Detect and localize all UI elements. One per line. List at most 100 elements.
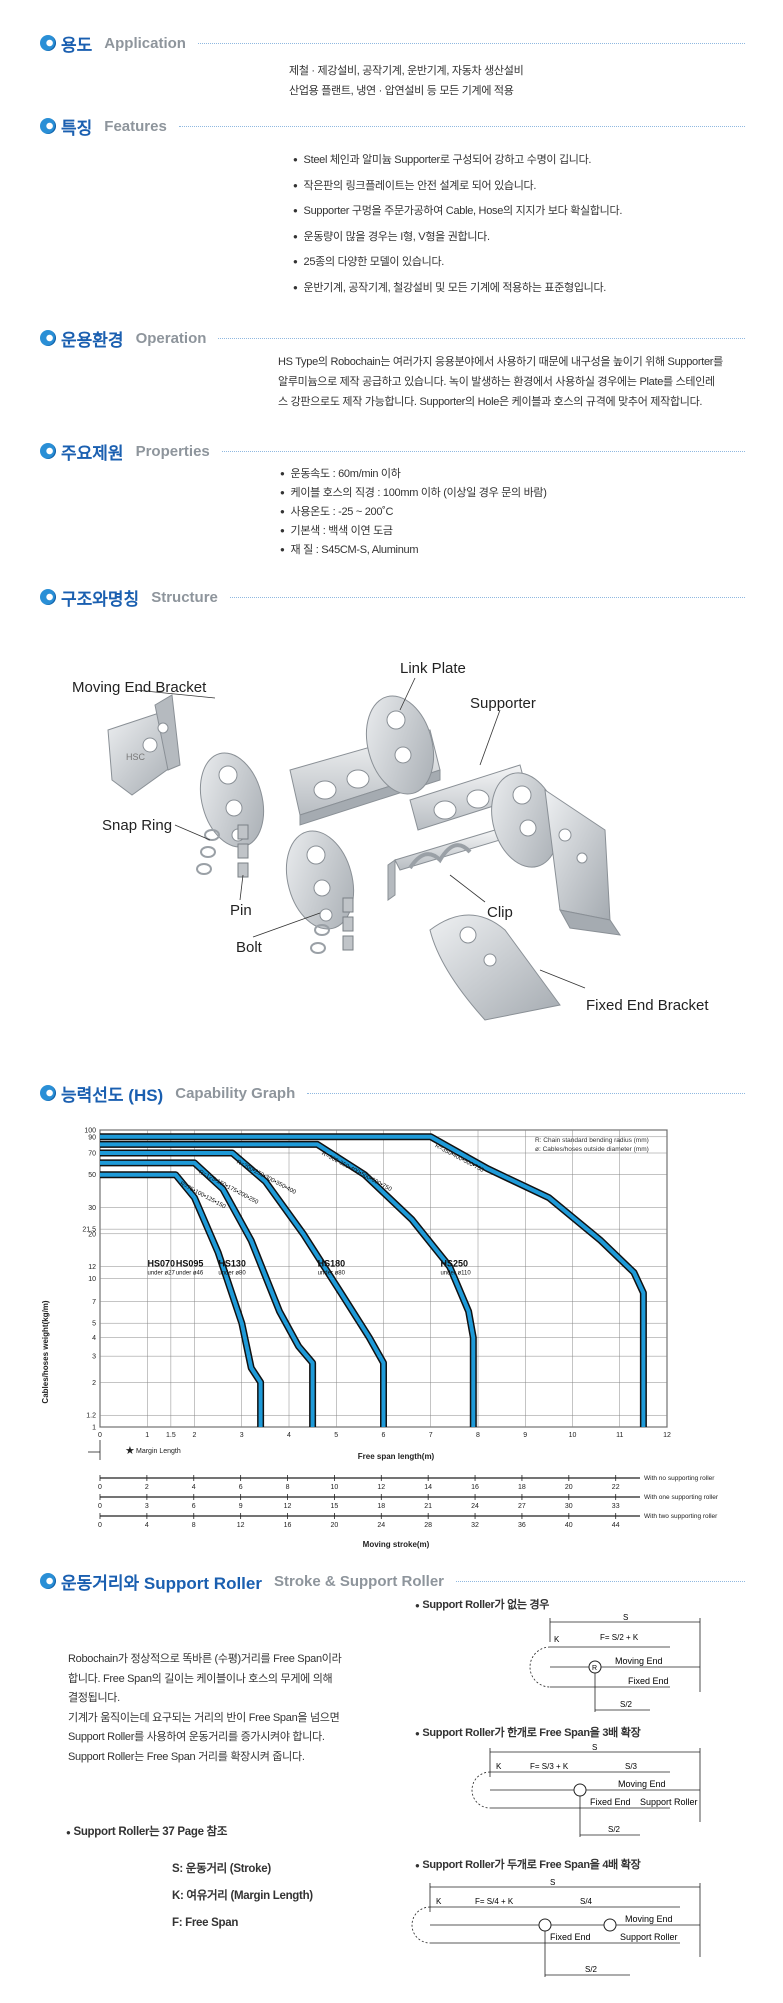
legend-item: S: 운동거리 (Stroke) [172, 1863, 271, 1875]
application-line: 산업용 플랜트, 냉연 · 압연설비 등 모든 기계에 적용 [289, 85, 514, 97]
diagram-label-f: F= S/3 + K [530, 1762, 569, 1771]
series-sub-label: under ø80 [318, 1271, 346, 1277]
chart-series [100, 1133, 647, 1427]
x-tick-label: 1.5 [166, 1432, 176, 1439]
series-name-label: HS070 [148, 1259, 176, 1269]
list-item: 기본색 : 백색 이연 도금 [280, 522, 547, 541]
diagram-label-f: F= S/2 + K [600, 1633, 639, 1642]
series-name-label: HS250 [440, 1259, 468, 1269]
series-line [100, 1151, 386, 1427]
section-title-en: Properties [135, 442, 210, 460]
link-plate-left-shape [199, 752, 355, 930]
section-divider [218, 337, 745, 339]
label-moving-end-bracket: Moving End Bracket [72, 679, 207, 696]
series-name-label: HS180 [318, 1259, 346, 1269]
section-divider [197, 42, 745, 44]
support-roller-note: ● Support Roller는 37 Page 참조 [66, 1826, 228, 1838]
section-bullet-icon [40, 35, 56, 51]
chart-ylabel: Cables/hoses weight(kg/m) [41, 1300, 50, 1403]
series-sub-label: under ø110 [440, 1271, 471, 1277]
moving-end-bracket-shape: HSC [107, 694, 181, 796]
x-tick-label: 6 [382, 1432, 386, 1439]
x-tick-label: 11 [616, 1432, 623, 1439]
section-header-features: 특징 Features [40, 115, 745, 138]
label-snap-ring: Snap Ring [102, 817, 172, 834]
diagram-fixed-end: Fixed End [590, 1797, 631, 1807]
stroke-tick-label: 28 [424, 1522, 432, 1529]
stroke-tick-label: 20 [565, 1484, 573, 1491]
series-line [100, 1142, 476, 1427]
stroke-desc-line: 결정됩니다. [68, 1692, 120, 1704]
legend-item: F: Free Span [172, 1917, 239, 1929]
diagram-label-k: K [436, 1897, 442, 1906]
section-bullet-icon [40, 589, 56, 605]
stroke-tick-label: 10 [331, 1484, 339, 1491]
label-pin: Pin [230, 902, 252, 919]
stroke-description: Robochain가 정상적으로 똑바른 (수평)거리를 Free Span이라… [68, 1650, 342, 1767]
section-bullet-icon [40, 118, 56, 134]
list-item: 운동량이 많을 경우는 I형, V형을 권합니다. [293, 225, 622, 251]
x-tick-label: 9 [523, 1432, 527, 1439]
section-bullet-icon [40, 1573, 56, 1589]
operation-line: 알루미늄으로 제작 공급하고 있습니다. 녹이 발생하는 환경에서 사용하실 경… [278, 376, 715, 388]
section-divider [221, 450, 745, 452]
x-tick-label: 5 [334, 1432, 338, 1439]
section-header-operation: 운용환경 Operation [40, 327, 745, 350]
section-header-application: 용도 Application [40, 32, 745, 55]
diagram-label-s: S [592, 1743, 597, 1752]
diagram-title: ● Support Roller가 없는 경우 [415, 1599, 550, 1611]
list-item: 재 질 : S45CM-S, Aluminum [280, 541, 547, 560]
x-tick-label: 1 [145, 1432, 149, 1439]
diagram-support-roller: Support Roller [620, 1932, 678, 1942]
stroke-desc-line: Support Roller를 사용하여 운동거리를 증가시켜야 합니다. [68, 1731, 325, 1743]
margin-length-label: Margin Length [136, 1448, 181, 1455]
diagram-moving-end: Moving End [615, 1656, 663, 1666]
pin-bolt-set-shape [196, 824, 354, 954]
y-tick-label: 20 [88, 1231, 96, 1238]
diagram-label-r: R [592, 1665, 597, 1672]
series-sub-label: under ø46 [176, 1271, 204, 1277]
operation-text: HS Type의 Robochain는 여러가지 응용분야에서 사용하기 때문에… [278, 352, 748, 412]
chart-legend-line: R: Chain standard bending radius (mm) [535, 1137, 649, 1144]
stroke-desc-line: 합니다. Free Span의 길이는 케이블이나 호스의 무게에 의해 [68, 1672, 333, 1685]
list-item: 25종의 다양한 모델이 있습니다. [293, 250, 622, 276]
diagram-label-k: K [496, 1762, 502, 1771]
legend-item: K: 여유거리 (Margin Length) [172, 1890, 313, 1902]
stroke-desc-line: 기계가 움직이는데 요구되는 거리의 반이 Free Span을 넘으면 [68, 1711, 340, 1724]
section-header-properties: 주요제원 Properties [40, 440, 745, 463]
label-bolt: Bolt [236, 939, 263, 956]
diagram-title-text: Support Roller가 한개로 Free Span을 3배 확장 [422, 1727, 641, 1739]
note-text: Support Roller는 37 Page 참조 [73, 1826, 228, 1838]
section-title-en: Features [104, 117, 167, 135]
list-item: 운동속도 : 60m/min 이하 [280, 465, 547, 484]
y-tick-label: 3 [92, 1354, 96, 1361]
operation-line: 스 강판으로도 제작 가능합니다. Supporter의 Hole은 케이블과 … [278, 396, 703, 408]
stroke-legend: S: 운동거리 (Stroke) K: 여유거리 (Margin Length)… [172, 1856, 313, 1937]
properties-list: 운동속도 : 60m/min 이하 케이블 호스의 직경 : 100mm 이하 … [280, 465, 547, 560]
x-tick-label: 8 [476, 1432, 480, 1439]
y-tick-label: 30 [88, 1205, 96, 1212]
diagram-moving-end: Moving End [618, 1779, 666, 1789]
list-item: Steel 체인과 알미늄 Supporter로 구성되어 강하고 수명이 깁니… [293, 148, 622, 174]
stroke-tick-label: 16 [284, 1522, 292, 1529]
y-tick-label: 5 [92, 1321, 96, 1328]
series-line [100, 1160, 315, 1427]
series-line [100, 1172, 263, 1427]
stroke-tick-label: 20 [331, 1522, 339, 1529]
chart-legend-line: ø: Cables/hoses outside diameter (mm) [535, 1146, 649, 1153]
stroke-tick-label: 22 [612, 1484, 620, 1491]
diagram-fixed-end: Fixed End [550, 1932, 591, 1942]
list-item: Supporter 구멍을 주문가공하여 Cable, Hose의 지지가 보다… [293, 199, 623, 225]
stroke-tick-label: 8 [286, 1484, 290, 1491]
stroke-tick-label: 30 [565, 1503, 573, 1510]
diagram-title: ● Support Roller가 두개로 Free Span을 4배 확장 [415, 1859, 641, 1871]
section-divider [229, 596, 745, 598]
stroke-desc-line: Support Roller는 Free Span 거리를 확장시켜 줍니다. [68, 1750, 305, 1763]
section-header-stroke: 운동거리와 Support Roller Stroke & Support Ro… [40, 1570, 745, 1593]
diagram-two-roller: S K F= S/4 + K S/4 Moving End Fixed End … [411, 1878, 701, 1977]
chart-xlabel: Free span length(m) [358, 1452, 435, 1461]
stroke-tick-label: 44 [612, 1522, 620, 1529]
y-tick-label: 2 [92, 1380, 96, 1387]
stroke-tick-label: 0 [98, 1484, 102, 1491]
